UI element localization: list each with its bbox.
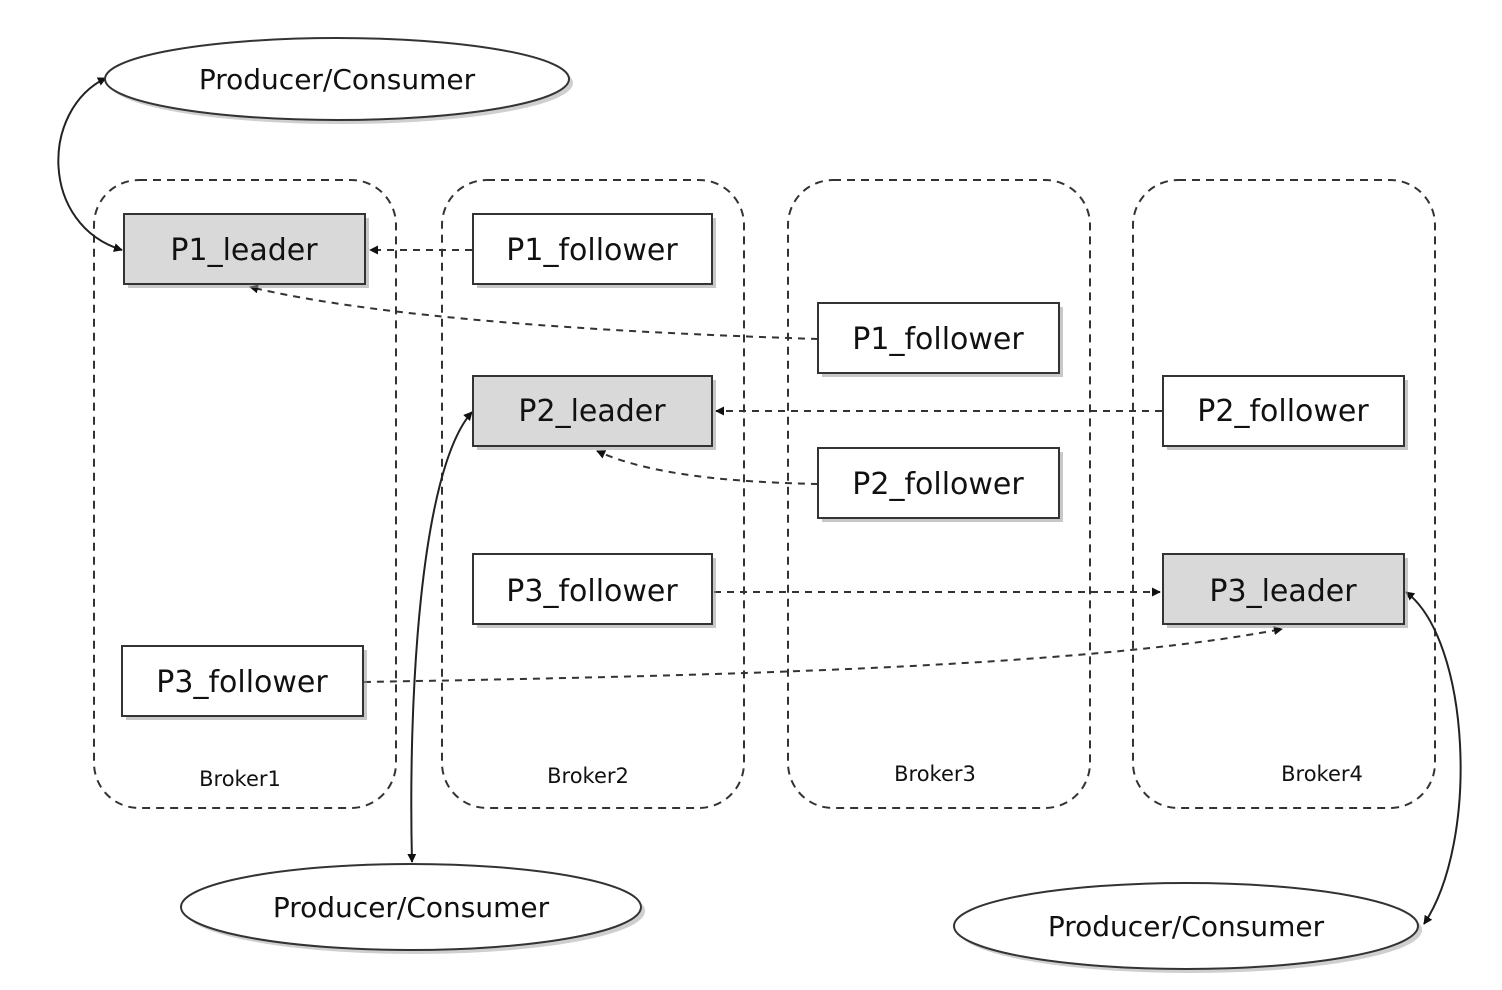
client-label: Producer/Consumer <box>273 891 550 924</box>
broker-1-label: Broker1 <box>199 767 281 791</box>
partition-b2-p3-follower[interactable]: P3_follower <box>472 553 716 628</box>
client-label: Producer/Consumer <box>1048 910 1325 943</box>
client-bottom-middle[interactable]: Producer/Consumer <box>180 863 645 954</box>
client-link-bottom-middle <box>407 411 473 863</box>
broker-1: Broker1 <box>93 179 397 809</box>
partition-label: P2_follower <box>852 467 1024 502</box>
partition-label: P2_leader <box>518 394 666 429</box>
partition-label: P1_follower <box>506 233 678 268</box>
client-top-left[interactable]: Producer/Consumer <box>104 37 573 124</box>
broker-1-frame <box>93 179 397 809</box>
broker-3-label: Broker3 <box>894 762 976 786</box>
partition-label: P3_follower <box>156 665 328 700</box>
partition-b1-p3-follower[interactable]: P3_follower <box>121 645 367 720</box>
partition-label: P2_follower <box>1197 394 1369 429</box>
partition-label: P3_follower <box>506 574 678 609</box>
client-link-top-left <box>57 77 123 252</box>
broker-4: Broker4 <box>1132 179 1436 809</box>
broker-3-frame <box>787 179 1091 809</box>
partition-b1-p1-leader[interactable]: P1_leader <box>123 213 369 288</box>
broker-4-frame <box>1132 179 1436 809</box>
partition-b4-p2-follower[interactable]: P2_follower <box>1162 375 1408 450</box>
repl-arrow-b3-p1-to-p1-leader <box>249 284 819 340</box>
broker-3: Broker3 <box>787 179 1091 809</box>
repl-arrow-b3-p2-to-p2-leader <box>596 450 819 485</box>
client-label: Producer/Consumer <box>199 63 476 96</box>
partition-label: P1_follower <box>852 322 1024 357</box>
client-link-bottom-right <box>1405 591 1462 925</box>
broker-2-label: Broker2 <box>547 764 629 788</box>
partition-b2-p2-leader[interactable]: P2_leader <box>472 375 716 450</box>
partition-b3-p2-follower[interactable]: P2_follower <box>817 447 1063 522</box>
broker-4-label: Broker4 <box>1281 762 1363 786</box>
repl-arrow-b1-p3-to-p3-leader <box>363 626 1283 683</box>
partition-b4-p3-leader[interactable]: P3_leader <box>1162 553 1408 628</box>
partition-b3-p1-follower[interactable]: P1_follower <box>817 302 1063 377</box>
client-bottom-right[interactable]: Producer/Consumer <box>953 882 1422 973</box>
partition-label: P3_leader <box>1209 574 1357 609</box>
partition-b2-p1-follower[interactable]: P1_follower <box>472 213 716 288</box>
partition-label: P1_leader <box>170 233 318 268</box>
